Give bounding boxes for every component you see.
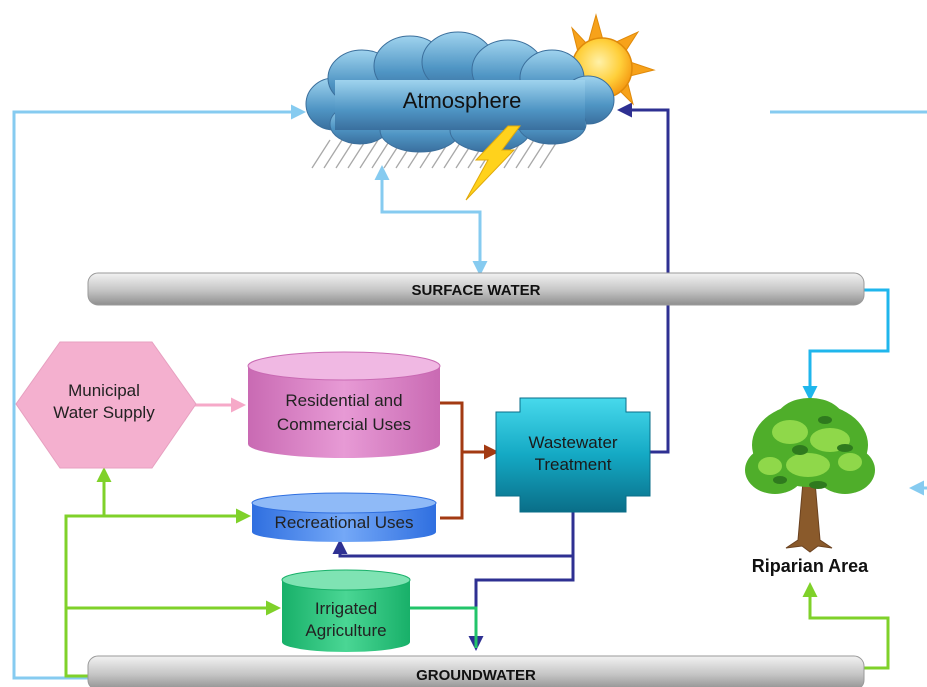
recreational-label: Recreational Uses — [275, 513, 414, 532]
flow-residential-to-wastewater — [440, 401, 464, 452]
flow-groundwater-to-atmosphere — [12, 104, 306, 680]
riparian-area-label: Riparian Area — [752, 556, 869, 576]
wastewater-treatment-node: Wastewater Treatment — [495, 397, 651, 513]
surface-water-label: SURFACE WATER — [412, 282, 541, 299]
municipal-water-supply-node: Municipal Water Supply — [15, 341, 197, 469]
flow-groundwater-green-trunk — [64, 508, 251, 678]
irrigated-label-line2: Agriculture — [305, 621, 386, 640]
flow-surface-water-to-riparian — [802, 288, 890, 401]
cloud-icon — [305, 31, 615, 153]
flow-atmosphere-surface-water — [374, 165, 488, 276]
residential-label-line1: Residential and — [285, 391, 402, 410]
municipal-label-line1: Municipal — [68, 381, 140, 400]
surface-water-bar: SURFACE WATER — [87, 272, 865, 306]
recreational-uses-node: Recreational Uses — [251, 492, 437, 542]
lightning-icon — [465, 125, 521, 201]
residential-commercial-node: Residential and Commercial Uses — [247, 351, 441, 458]
groundwater-label: GROUNDWATER — [416, 667, 536, 684]
flow-recreational-to-wastewater — [440, 444, 499, 520]
municipal-label-line2: Water Supply — [53, 403, 155, 422]
atmosphere-label: Atmosphere — [403, 88, 522, 113]
wastewater-label-line1: Wastewater — [528, 433, 617, 452]
flow-wastewater-down — [332, 508, 575, 558]
flow-irrigated-to-groundwater — [410, 606, 478, 648]
residential-label-line2: Commercial Uses — [277, 415, 411, 434]
irrigated-agriculture-node: Irrigated Agriculture — [281, 569, 411, 652]
groundwater-bar: GROUNDWATER — [87, 655, 865, 687]
tree-icon — [745, 398, 875, 553]
flow-groundwater-to-riparian — [802, 582, 890, 670]
flow-wastewater-to-groundwater — [468, 556, 575, 651]
wastewater-label-line2: Treatment — [535, 455, 612, 474]
irrigated-label-line1: Irrigated — [315, 599, 377, 618]
